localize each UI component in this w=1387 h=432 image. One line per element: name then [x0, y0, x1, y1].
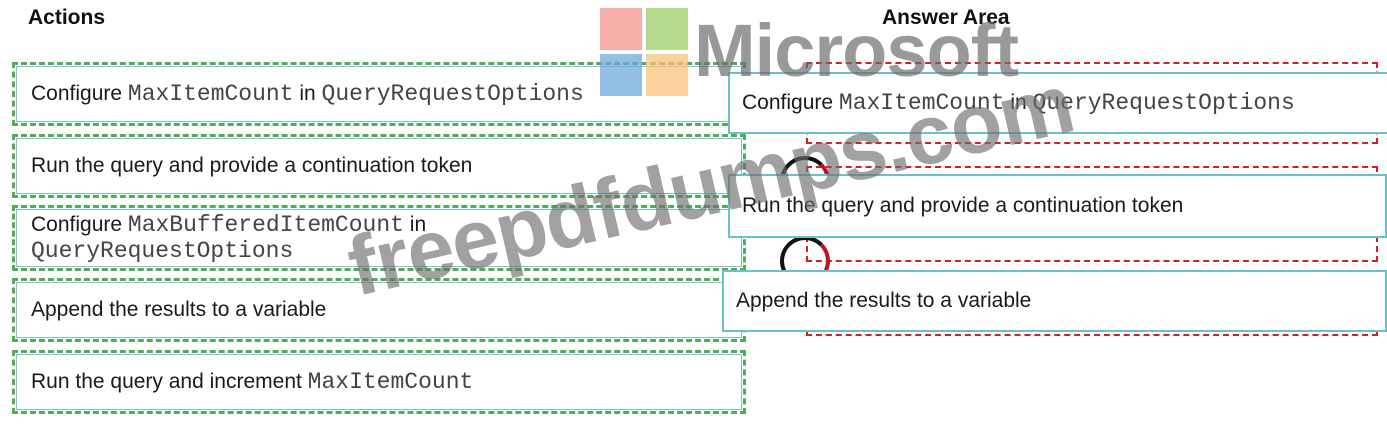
- action-label: Configure MaxItemCount in QueryRequestOp…: [31, 81, 584, 107]
- answer-label: Run the query and provide a continuation…: [742, 194, 1183, 218]
- code-token: QueryRequestOptions: [1032, 90, 1295, 116]
- label-text: Configure: [742, 91, 839, 114]
- label-text: Configure: [31, 82, 128, 105]
- label-text: Run the query and provide a continuation…: [31, 154, 473, 177]
- action-label-line: Append the results to a variable: [31, 298, 326, 322]
- code-token: QueryRequestOptions: [31, 238, 294, 264]
- logo-square-blue: [600, 54, 642, 96]
- logo-square-orange: [646, 54, 688, 96]
- logo-square-green: [646, 8, 688, 50]
- action-label-line: Run the query and provide a continuation…: [31, 154, 472, 178]
- label-text: in: [293, 82, 322, 105]
- action-run-query-increment-maxitemcount[interactable]: Run the query and increment MaxItemCount: [12, 350, 746, 414]
- action-run-query-continuation-token[interactable]: Run the query and provide a continuation…: [12, 134, 746, 198]
- answer-label: Append the results to a variable: [736, 289, 1031, 313]
- answer-configure-maxitemcount[interactable]: Configure MaxItemCount in QueryRequestOp…: [728, 72, 1387, 134]
- action-label: Append the results to a variable: [31, 298, 326, 322]
- action-label-line: Configure MaxBufferedItemCount in: [31, 212, 426, 238]
- microsoft-logo-watermark: [600, 8, 690, 98]
- answer-run-query-continuation-token[interactable]: Run the query and provide a continuation…: [728, 174, 1387, 238]
- actions-heading: Actions: [28, 6, 106, 29]
- code-token: MaxItemCount: [838, 90, 1005, 116]
- logo-square-red: [600, 8, 642, 50]
- label-text: Append the results to a variable: [736, 289, 1032, 312]
- code-token: MaxItemCount: [127, 81, 294, 107]
- label-text: in: [403, 213, 427, 236]
- code-token: QueryRequestOptions: [321, 81, 584, 107]
- action-label: Run the query and increment MaxItemCount: [31, 369, 473, 395]
- action-label-line: Run the query and increment MaxItemCount: [31, 369, 473, 395]
- action-label-line: Configure MaxItemCount in QueryRequestOp…: [31, 81, 584, 107]
- label-text: Append the results to a variable: [31, 298, 327, 321]
- label-text: Run the query and increment: [31, 370, 308, 393]
- label-text: Run the query and provide a continuation…: [742, 194, 1184, 217]
- action-label: Run the query and provide a continuation…: [31, 154, 472, 178]
- code-token: MaxBufferedItemCount: [127, 212, 404, 238]
- answer-area-heading: Answer Area: [882, 6, 1010, 29]
- label-text: Configure: [31, 213, 128, 236]
- action-append-results[interactable]: Append the results to a variable: [12, 278, 746, 342]
- code-token: MaxItemCount: [307, 369, 474, 395]
- answer-append-results[interactable]: Append the results to a variable: [722, 270, 1387, 332]
- label-text: in: [1004, 91, 1033, 114]
- answer-label: Configure MaxItemCount in QueryRequestOp…: [742, 90, 1295, 116]
